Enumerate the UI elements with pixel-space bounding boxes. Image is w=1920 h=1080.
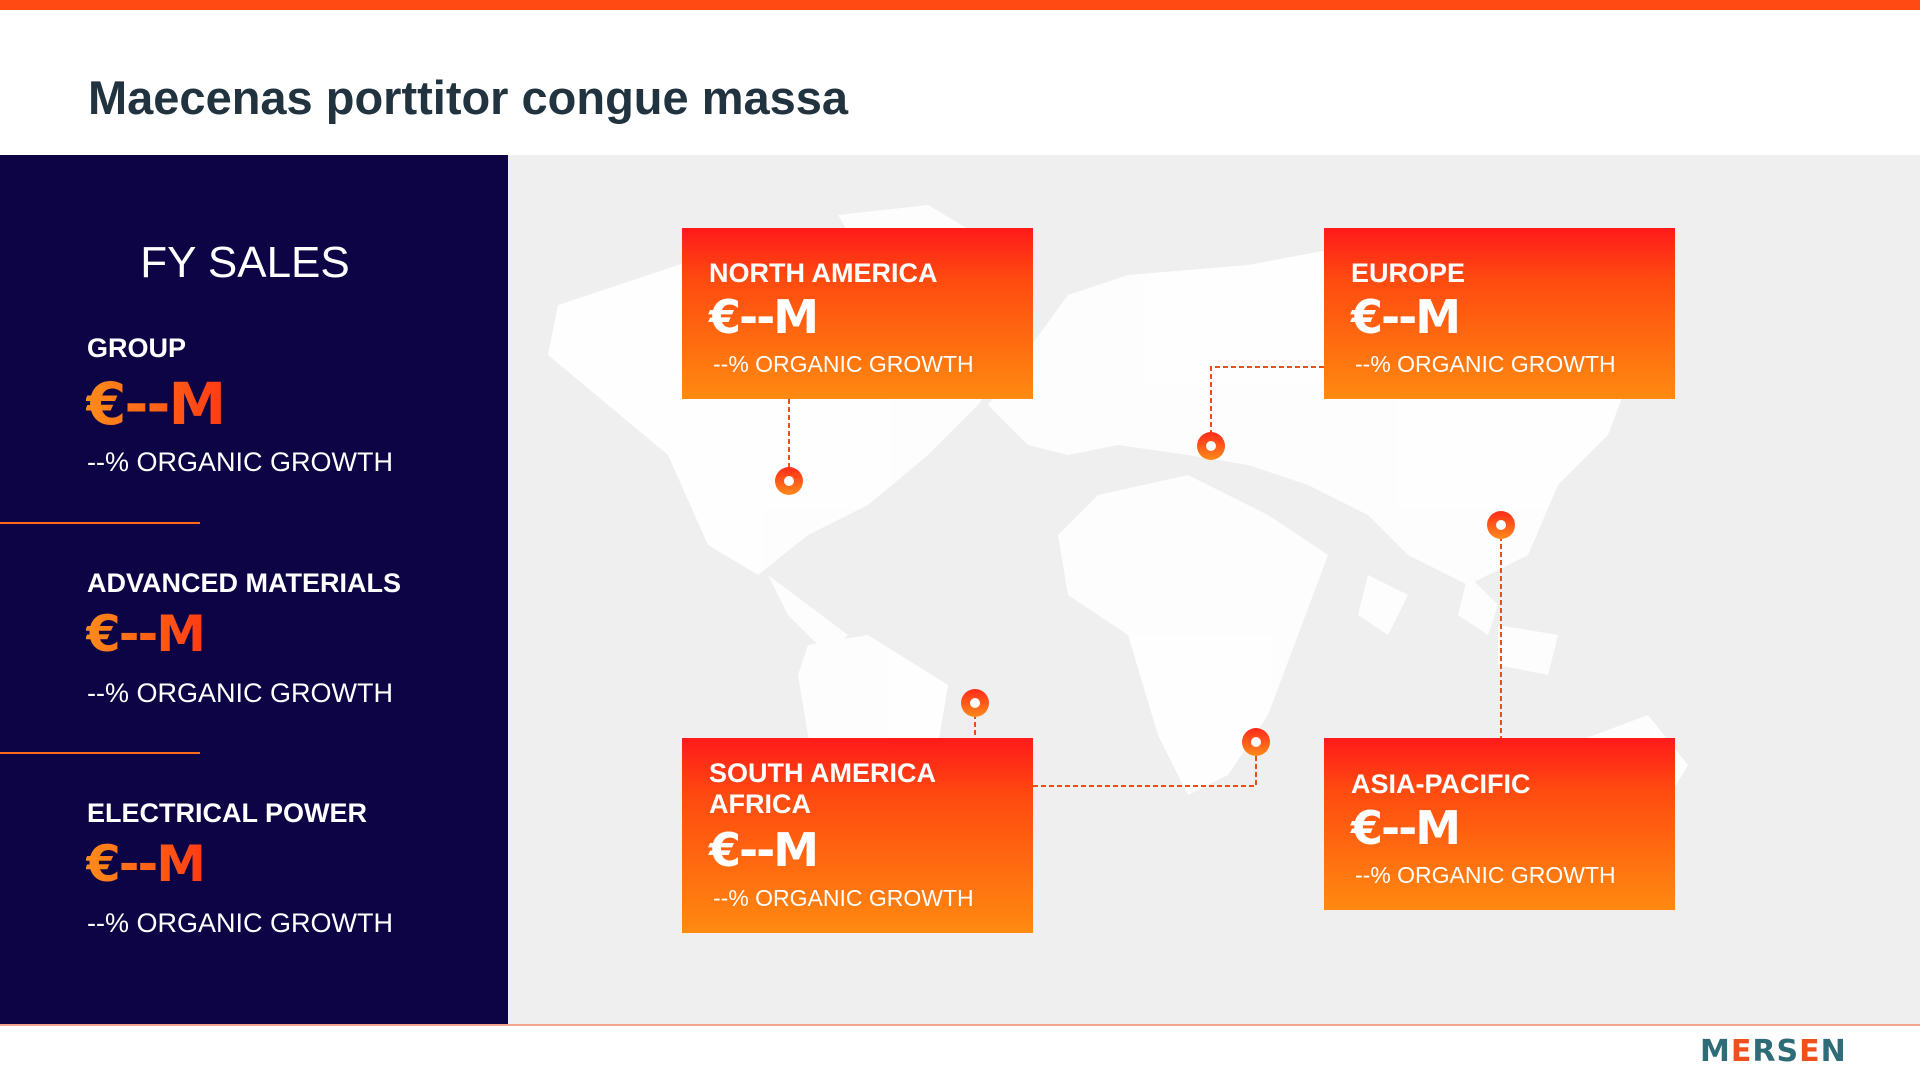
segment-value: €--M xyxy=(86,370,226,438)
region-title: AFRICA xyxy=(709,789,811,819)
mersen-logo: MERSEN xyxy=(1700,1034,1847,1069)
segment-growth: --% ORGANIC GROWTH xyxy=(87,678,393,708)
region-value: €--M xyxy=(1351,801,1461,855)
region-card-europe: EUROPE €--M --% ORGANIC GROWTH xyxy=(1324,228,1675,399)
region-title: ASIA-PACIFIC xyxy=(1351,769,1531,799)
region-card-south-america-africa: SOUTH AMERICA AFRICA €--M --% ORGANIC GR… xyxy=(682,738,1033,933)
region-title: EUROPE xyxy=(1351,258,1466,288)
footer-divider xyxy=(0,1024,1920,1026)
region-value: €--M xyxy=(709,823,819,877)
region-growth: --% ORGANIC GROWTH xyxy=(713,351,974,377)
region-title: SOUTH AMERICA xyxy=(709,758,936,788)
page-title: Maecenas porttitor congue massa xyxy=(88,71,849,124)
divider xyxy=(0,752,200,754)
map-pin-icon xyxy=(961,689,989,717)
region-card-north-america: NORTH AMERICA €--M --% ORGANIC GROWTH xyxy=(682,228,1033,399)
map-pin-icon xyxy=(775,467,803,495)
region-card-asia-pacific: ASIA-PACIFIC €--M --% ORGANIC GROWTH xyxy=(1324,738,1675,910)
divider xyxy=(0,522,200,524)
map-pin-icon xyxy=(1242,728,1270,756)
segment-value: €--M xyxy=(86,605,206,663)
segment-value: €--M xyxy=(86,835,206,893)
region-growth: --% ORGANIC GROWTH xyxy=(1355,351,1616,377)
region-growth: --% ORGANIC GROWTH xyxy=(1355,862,1616,888)
segment-label: ADVANCED MATERIALS xyxy=(87,568,401,598)
region-value: €--M xyxy=(709,290,819,344)
top-accent-bar xyxy=(0,0,1920,10)
segment-label: ELECTRICAL POWER xyxy=(87,798,368,828)
region-value: €--M xyxy=(1351,290,1461,344)
panel-heading: FY SALES xyxy=(140,238,350,287)
map-pin-icon xyxy=(1197,432,1225,460)
segment-growth: --% ORGANIC GROWTH xyxy=(87,447,393,477)
region-title: NORTH AMERICA xyxy=(709,258,938,288)
segment-label: GROUP xyxy=(87,333,187,363)
fy-sales-panel: FY SALES GROUP €--M --% ORGANIC GROWTH A… xyxy=(0,155,508,1024)
map-pin-icon xyxy=(1487,511,1515,539)
region-growth: --% ORGANIC GROWTH xyxy=(713,885,974,911)
segment-growth: --% ORGANIC GROWTH xyxy=(87,908,393,938)
